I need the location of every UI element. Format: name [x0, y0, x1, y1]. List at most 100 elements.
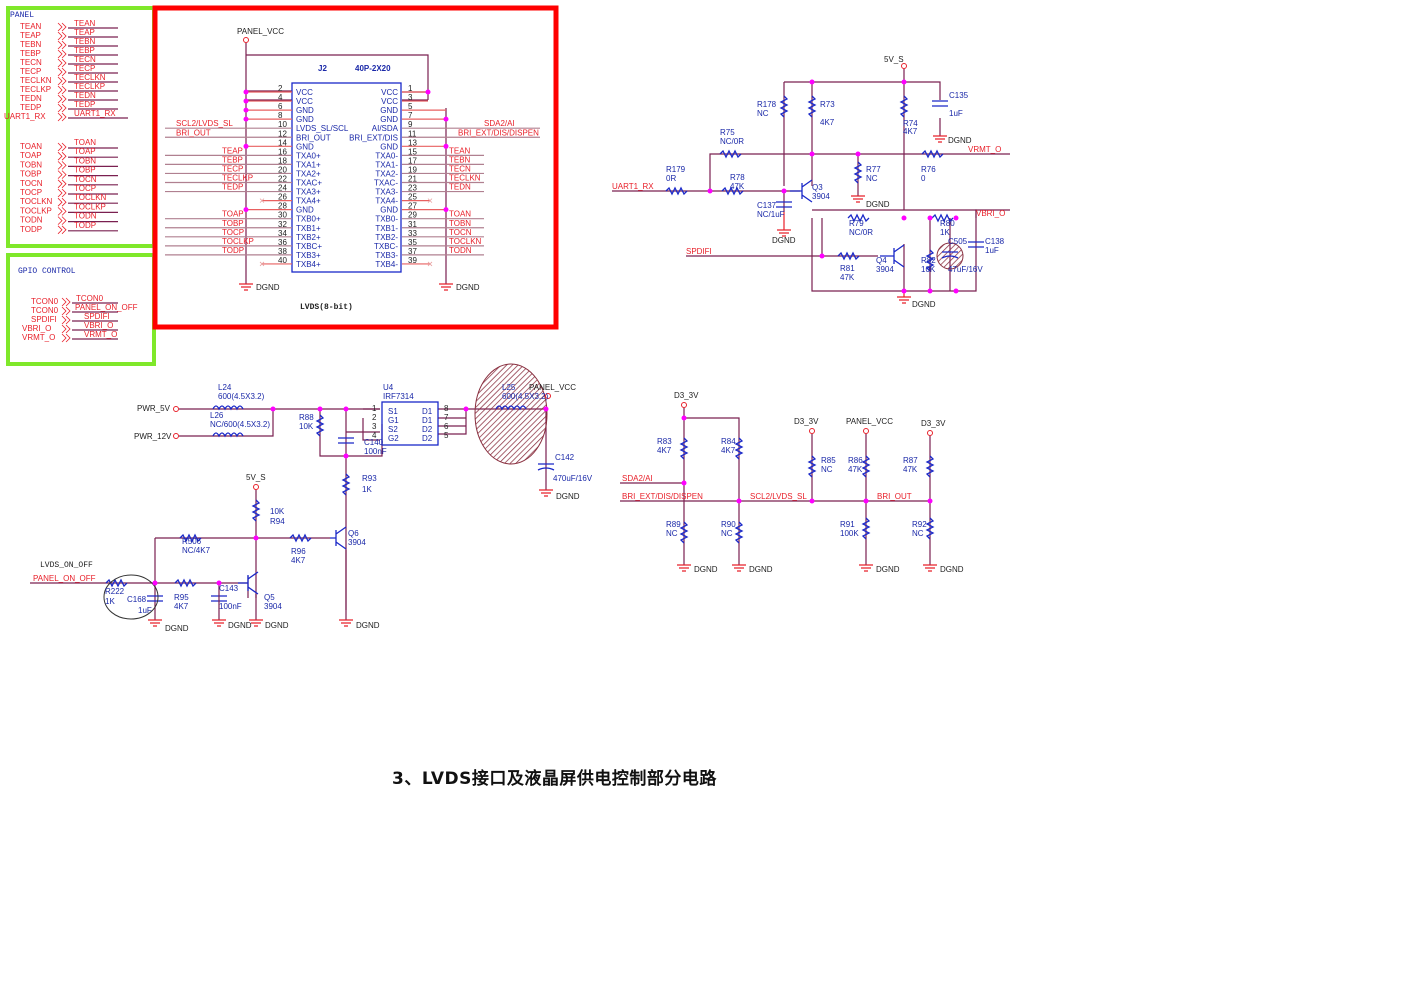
pin-number: 14 [278, 138, 287, 147]
schematic-trace [218, 550, 347, 620]
port-glyph-icon [57, 216, 67, 225]
no-connect-icon [259, 261, 265, 267]
schematic-node [270, 406, 276, 412]
schematic-trace [339, 619, 353, 627]
schematic-node [809, 151, 815, 157]
schematic-label: 1K [362, 485, 372, 494]
schematic-label: 0R [666, 174, 676, 183]
schematic-trace [734, 437, 744, 460]
pin-name: GND [296, 115, 314, 124]
schematic-label: PWR_12V [134, 432, 172, 441]
u4-pin-name: G1 [388, 416, 399, 425]
schematic-label: 10K [921, 265, 936, 274]
schematic-label: R73 [820, 100, 835, 109]
schematic-node [901, 63, 907, 69]
pin-name: GND [380, 106, 398, 115]
u4-pin-name: D2 [422, 434, 433, 443]
schematic-label: 4K7 [820, 118, 835, 127]
schematic-label: PANEL_VCC [846, 417, 893, 426]
schematic-node [543, 406, 549, 412]
schematic-label: IRF7314 [383, 392, 414, 401]
schematic-trace [103, 574, 159, 620]
pin-name: TXB3+ [296, 251, 321, 260]
panel-port-label: TECP [20, 67, 41, 76]
schematic-label: DGND [912, 300, 936, 309]
schematic-trace [438, 408, 547, 490]
j2-gnd-left-label: DGND [256, 283, 280, 292]
schematic-label: 4K7 [721, 446, 736, 455]
schematic-node [927, 215, 933, 221]
schematic-label: BRI_OUT [877, 492, 912, 501]
pin-number: 13 [408, 138, 417, 147]
schematic-label: R222 [105, 587, 125, 596]
schematic-trace [719, 149, 742, 159]
pin-net-label: TOCN [449, 228, 472, 237]
panel-port-label: UART1_RX [4, 112, 46, 121]
pin-name: TXB0- [375, 215, 398, 224]
schematic-label: LVDS_ON_OFF [40, 561, 93, 570]
schematic-trace [779, 95, 789, 118]
no-connect-icon [427, 261, 433, 267]
schematic-node [173, 406, 179, 412]
schematic-trace [925, 455, 935, 478]
port-glyph-icon [57, 179, 67, 189]
schematic-node [863, 428, 869, 434]
no-connect-icon [259, 198, 265, 203]
pin-name: VCC [381, 88, 398, 97]
backlight-circuit: 5V_S [612, 55, 1010, 309]
pin-number: 17 [408, 156, 417, 165]
schematic-label: DGND [866, 200, 890, 209]
schematic-trace [777, 212, 791, 237]
pin-net-label: TOCLKN [449, 237, 482, 246]
schematic-node [681, 480, 687, 486]
schematic-label: NC/4K7 [182, 546, 211, 555]
pin-number: 8 [278, 111, 283, 120]
pin-net-label: TECN [449, 164, 471, 173]
schematic-node [707, 188, 713, 194]
schematic-trace [783, 82, 1010, 196]
pin-number: 18 [278, 156, 287, 165]
schematic-label: SCL2/LVDS_SL [750, 492, 807, 501]
pin-name: TXA4+ [296, 197, 321, 206]
schematic-label: C168 [127, 595, 147, 604]
schematic-node [545, 393, 551, 399]
schematic-label: R81 [840, 264, 855, 273]
schematic-trace [677, 564, 691, 572]
port-glyph-icon [57, 197, 67, 207]
schematic-label: PANEL_ON_OFF [33, 574, 96, 583]
schematic-trace [239, 283, 253, 291]
pin-name: TXAC- [374, 179, 398, 188]
u4-pin-name: S2 [388, 425, 398, 434]
schematic-trace [932, 100, 948, 107]
schematic-label: R85 [821, 456, 836, 465]
pin-name: TXA4- [375, 197, 398, 206]
u4-pin-number: 2 [372, 413, 377, 422]
schematic-label: C138 [985, 237, 1005, 246]
pin-net-label: TEDN [449, 183, 471, 192]
junction [425, 89, 431, 95]
u4-pin-name: G2 [388, 434, 399, 443]
schematic-label: NC [866, 174, 878, 183]
schematic-node [343, 453, 349, 459]
port-glyph-icon [61, 315, 71, 325]
panel-port-label: TOBP [20, 170, 42, 179]
port-glyph-icon [57, 85, 67, 95]
schematic-trace [212, 432, 244, 438]
port-glyph-icon [57, 76, 67, 86]
schematic-node [953, 215, 959, 221]
schematic-trace [679, 437, 689, 460]
schematic-trace [732, 564, 746, 572]
pin-name: TXA1+ [296, 160, 321, 169]
schematic-label: DGND [556, 492, 580, 501]
pin-number: 12 [278, 129, 287, 138]
schematic-trace [539, 489, 553, 497]
schematic-label: C135 [949, 91, 969, 100]
schematic-label: Q3 [812, 183, 823, 192]
schematic-label: NC/0R [720, 137, 744, 146]
j2-part: 40P-2X20 [355, 64, 391, 73]
schematic-label: C137 [757, 201, 777, 210]
schematic-trace [853, 161, 863, 184]
schematic-label: R82 [921, 256, 936, 265]
